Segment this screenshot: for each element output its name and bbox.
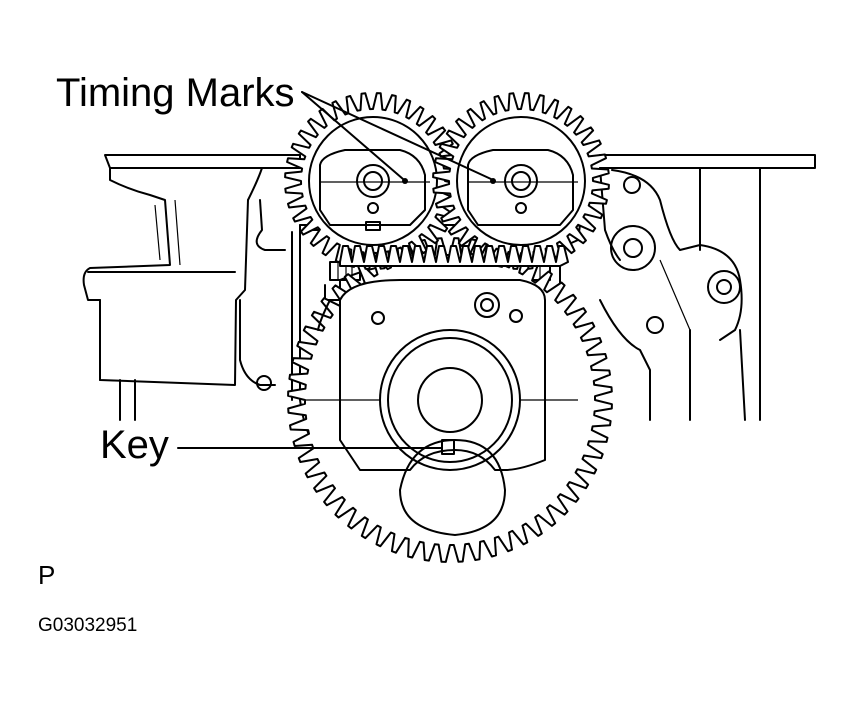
- figure-code: G03032951: [38, 615, 137, 636]
- view-letter: P: [38, 560, 55, 590]
- balance-gear-left: [284, 92, 462, 270]
- balance-gear-right: [432, 92, 610, 270]
- crankshaft-gear: [287, 237, 613, 563]
- key-label: Key: [100, 423, 169, 467]
- idler-gear-strip: [339, 245, 569, 267]
- engine-block-outline: [82, 154, 816, 421]
- timing-marks-label: Timing Marks: [56, 71, 295, 115]
- callout-leaders: [177, 91, 492, 449]
